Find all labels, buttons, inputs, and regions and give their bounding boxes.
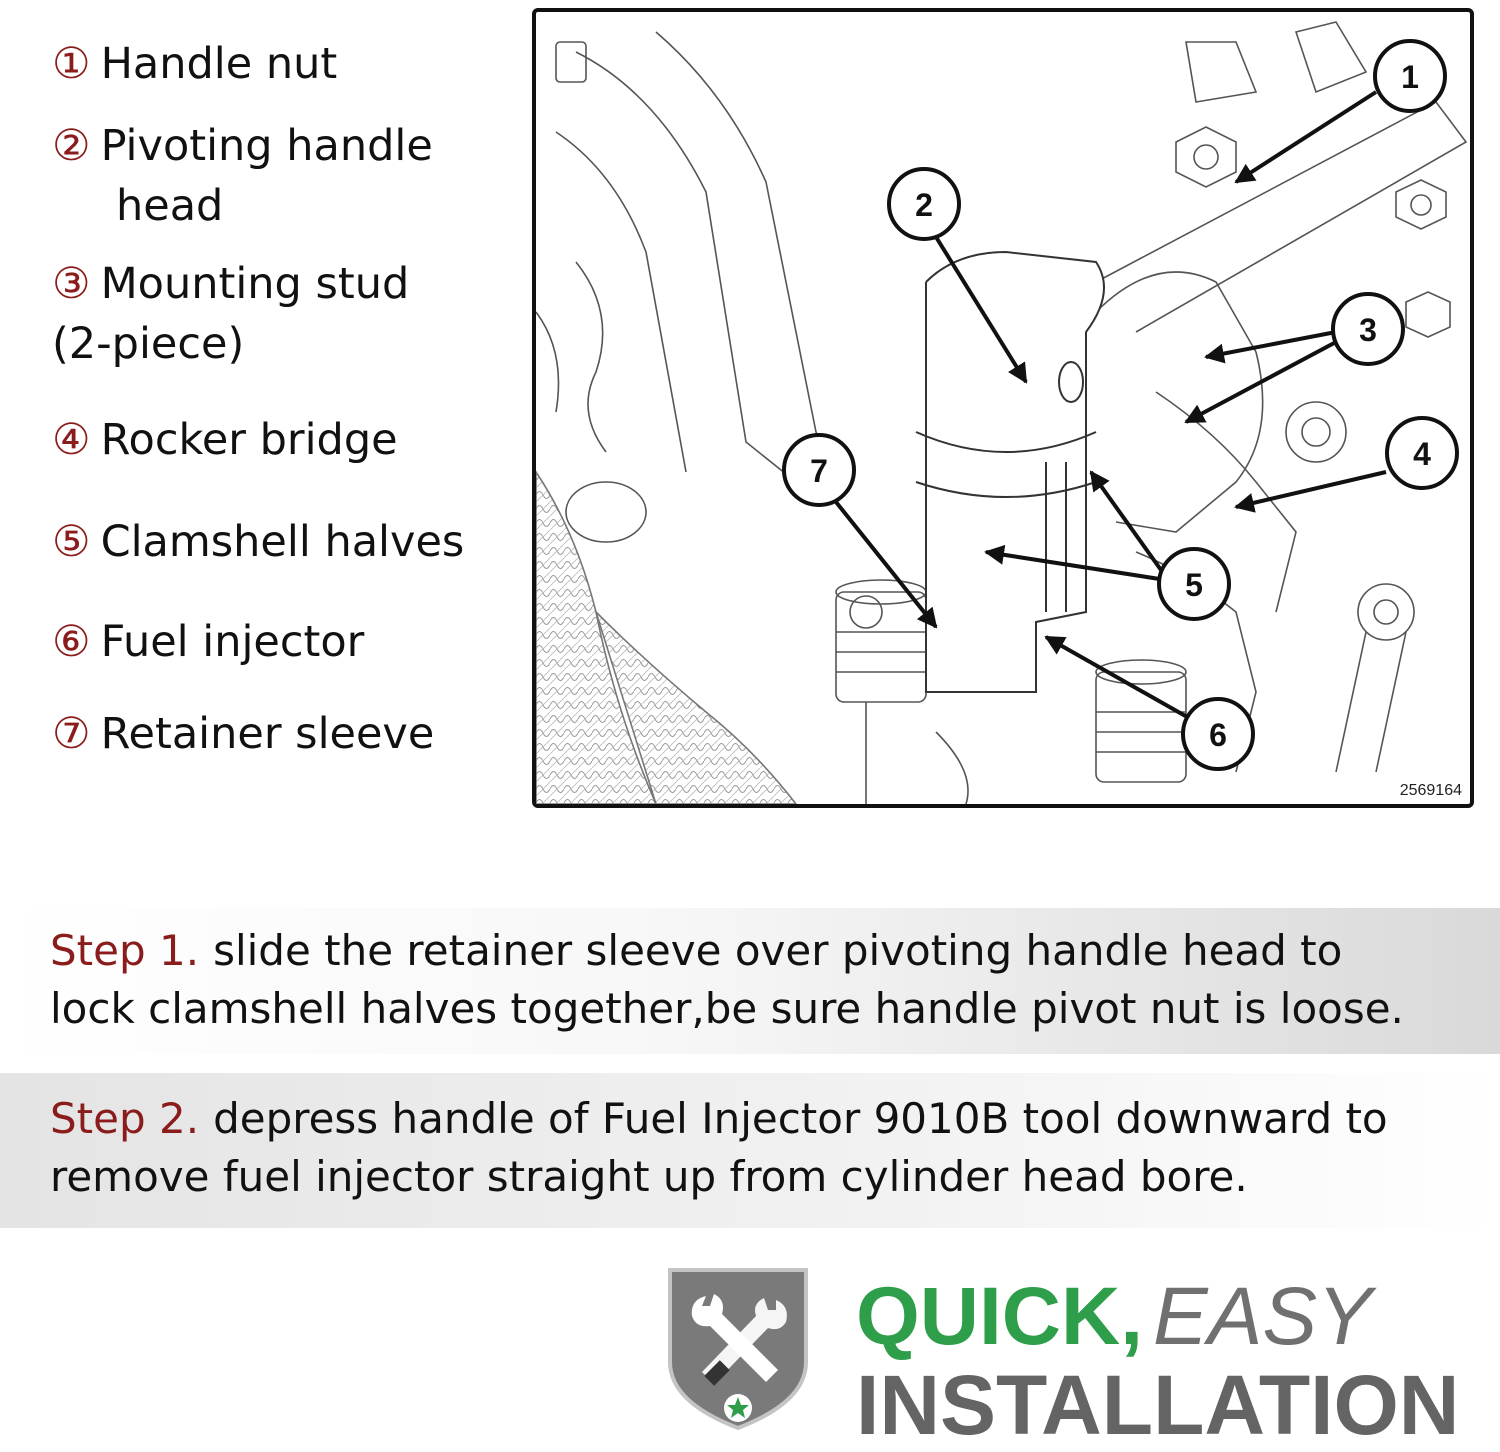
callout-7: 7: [782, 433, 856, 507]
callout-arrows: [834, 90, 1387, 724]
legend-number: ④: [52, 415, 91, 465]
wrench-icon: [691, 1294, 787, 1386]
legend-number: ⑤: [52, 517, 91, 567]
legend-number: ⑦: [52, 709, 91, 759]
legend-label: Clamshell halves: [100, 517, 465, 567]
legend-number: ②: [52, 121, 91, 171]
legend-label: Fuel injector: [100, 617, 365, 667]
step-label: Step 1.: [50, 926, 200, 975]
legend-number: ①: [52, 39, 91, 89]
engine-line-drawing: 1 2 3 4 5 6 7: [536, 21, 1468, 804]
svg-text:2: 2: [915, 187, 933, 223]
tagline-quick: QUICK,: [856, 1271, 1143, 1362]
callout-5: 5: [1157, 547, 1231, 621]
step-2-line-1: Step 2. depress handle of Fuel Injector 9…: [50, 1090, 1388, 1148]
legend-label: Pivoting handle: [100, 121, 433, 171]
callout-1: 1: [1373, 39, 1447, 113]
legend-label: Handle nut: [100, 39, 338, 89]
step-label: Step 2.: [50, 1094, 200, 1143]
figure-code: 2569164: [1399, 782, 1462, 799]
callout-3: 3: [1331, 292, 1405, 366]
callout-markers: 1 2 3 4 5 6 7: [782, 39, 1459, 771]
legend-label: head: [116, 181, 224, 231]
shield-icon: [668, 1268, 808, 1431]
legend-label: Rocker bridge: [100, 415, 398, 465]
tagline-installation: INSTALLATION: [856, 1358, 1460, 1452]
step-2-band: [0, 1073, 1500, 1228]
svg-text:1: 1: [1401, 59, 1419, 95]
tagline-easy: EASY: [1153, 1271, 1372, 1362]
step-1-line-2: lock clamshell halves together,be sure h…: [50, 980, 1404, 1038]
legend-label: Mounting stud: [100, 259, 410, 309]
svg-text:4: 4: [1413, 436, 1431, 472]
tagline-line-1: QUICK,EASY: [856, 1272, 1372, 1362]
step-1-band: [0, 908, 1500, 1054]
legend-number: ③: [52, 259, 91, 309]
engine-background: [536, 21, 1468, 804]
legend-number: ⑥: [52, 617, 91, 667]
step-text: remove fuel injector straight up from cy…: [50, 1152, 1248, 1201]
callout-4: 4: [1385, 416, 1459, 490]
step-text: slide the retainer sleeve over pivoting …: [213, 926, 1343, 975]
callout-6: 6: [1181, 697, 1255, 771]
callout-2: 2: [887, 167, 961, 241]
injector-tool: [915, 250, 1105, 693]
legend-label: (2-piece): [52, 319, 245, 369]
legend-item-3-cont: (2-piece): [52, 314, 244, 374]
svg-text:3: 3: [1359, 312, 1377, 348]
star-icon: [724, 1394, 752, 1422]
legend-label: Retainer sleeve: [100, 709, 435, 759]
step-text: depress handle of Fuel Injector 9010B to…: [213, 1094, 1388, 1143]
step-1-line-1: Step 1. slide the retainer sleeve over pi…: [50, 922, 1342, 980]
legend-item-2-cont: head: [116, 176, 223, 236]
svg-text:7: 7: [810, 453, 828, 489]
svg-text:5: 5: [1185, 567, 1203, 603]
injector-diagram: 1 2 3 4 5 6 7: [532, 8, 1474, 808]
svg-text:6: 6: [1209, 717, 1227, 753]
step-text: lock clamshell halves together,be sure h…: [50, 984, 1404, 1033]
step-2-line-2: remove fuel injector straight up from cy…: [50, 1148, 1248, 1206]
